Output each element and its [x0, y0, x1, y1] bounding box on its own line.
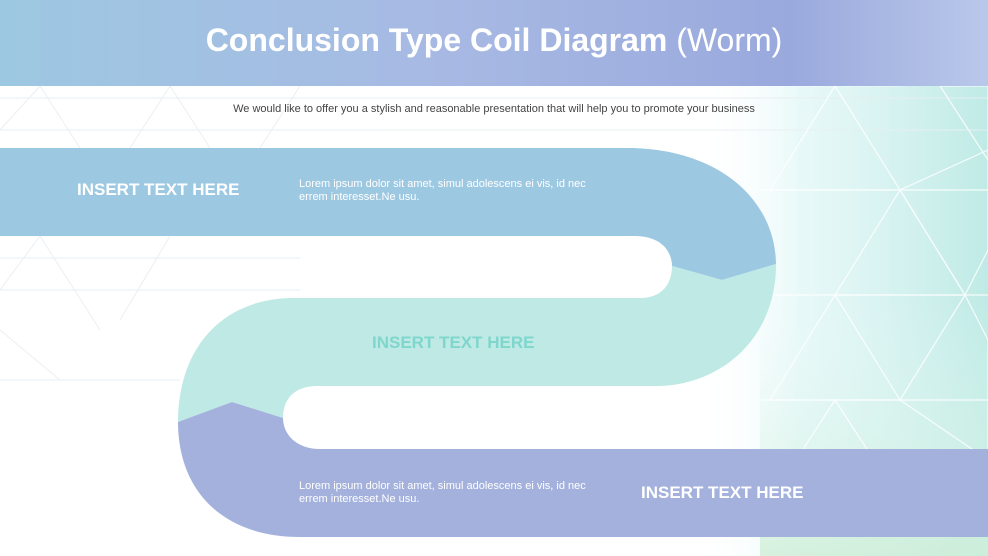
segment-1-heading: INSERT TEXT HERE — [77, 180, 240, 199]
segment-1-body: Lorem ipsum dolor sit amet, simul adoles… — [299, 178, 586, 203]
page-subtitle: We would like to offer you a stylish and… — [233, 103, 755, 115]
page-title: Conclusion Type Coil Diagram (Worm) — [0, 22, 988, 59]
coil-segment-3 — [178, 402, 988, 537]
header-band — [0, 0, 988, 86]
segment-3-heading: INSERT TEXT HERE — [641, 483, 804, 502]
coil-segment-1 — [0, 148, 776, 280]
segment-2-heading: INSERT TEXT HERE — [372, 333, 535, 352]
segment-3-body: Lorem ipsum dolor sit amet, simul adoles… — [299, 480, 586, 505]
coil-segment-2 — [178, 264, 776, 422]
title-main: Conclusion Type Coil Diagram — [205, 22, 668, 58]
title-paren: (Worm) — [676, 22, 783, 58]
